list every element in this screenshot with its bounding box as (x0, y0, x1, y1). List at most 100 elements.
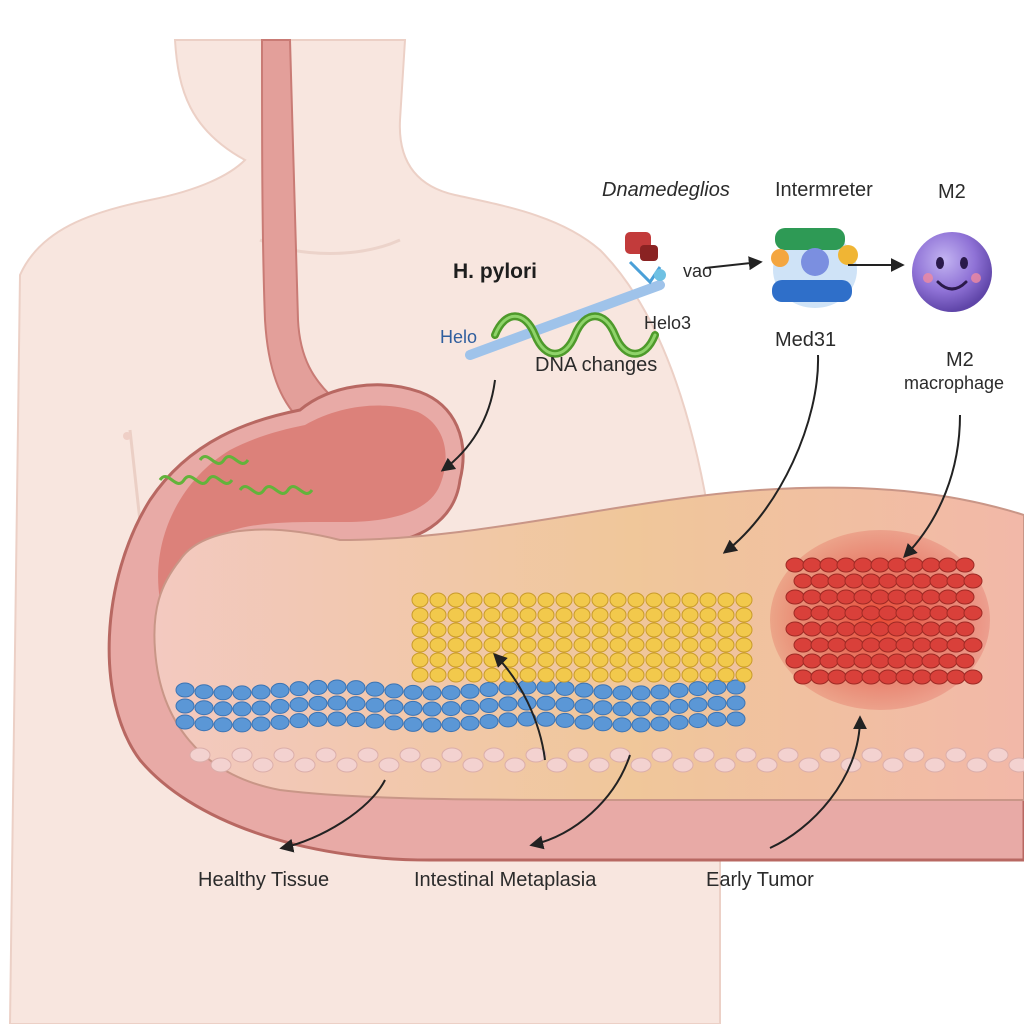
tissue-cell (479, 713, 499, 729)
tissue-cell (756, 757, 778, 773)
tissue-cell (663, 607, 681, 623)
tissue-cell (573, 667, 591, 683)
tissue-cell (232, 717, 252, 733)
process-arrows (279, 256, 961, 853)
tissue-cell (591, 652, 609, 668)
tissue-cell (887, 621, 907, 637)
tissue-cell (844, 669, 864, 685)
tissue-cell (645, 607, 663, 623)
tissue-cell (793, 669, 813, 685)
tissue-cell (612, 685, 632, 701)
tissue-cell (735, 622, 753, 638)
tissue-cell (904, 589, 924, 605)
tissue-cell (555, 607, 573, 623)
tissue-cell (420, 757, 442, 773)
tissue-cell (465, 637, 483, 653)
tissue-cell (403, 684, 423, 700)
tissue-cell (912, 573, 932, 589)
tissue-cell (735, 667, 753, 683)
m2-macrophage-icon (912, 232, 992, 312)
tissue-cell (810, 637, 830, 653)
tissue-cell (213, 717, 233, 733)
tissue-cell (717, 652, 735, 668)
tissue-cell (921, 557, 941, 573)
tissue-cell (946, 669, 966, 685)
tissue-cell (501, 592, 519, 608)
stomach-mucosa (158, 405, 446, 620)
tissue-cell (1008, 757, 1024, 773)
tissue-cell (688, 697, 708, 713)
tissue-cell (735, 607, 753, 623)
arrow-protein-to-med31 (704, 256, 763, 271)
tissue-cell (938, 557, 958, 573)
tissue-cell (681, 607, 699, 623)
tissue-cell (627, 622, 645, 638)
tissue-cell (189, 747, 211, 763)
tissue-cell (699, 667, 717, 683)
tissue-cell (904, 653, 924, 669)
tissue-cell (802, 621, 822, 637)
tissue-cell (555, 712, 575, 728)
tissue-cell (963, 669, 983, 685)
tissue-cell (663, 622, 681, 638)
tissue-cell (411, 637, 429, 653)
tissue-cell (429, 667, 447, 683)
tissue-cell (346, 680, 366, 696)
tissue-cell (631, 701, 651, 717)
tissue-cell (861, 573, 881, 589)
tissue-cell (591, 592, 609, 608)
tissue-cell (447, 637, 465, 653)
tissue-cell (963, 573, 983, 589)
tissue-cell (609, 622, 627, 638)
tissue-cell (810, 573, 830, 589)
h-pylori-bacterium-icon (465, 280, 665, 360)
tissue-cell (630, 757, 652, 773)
tissue-cell (441, 701, 461, 717)
tissue-cell (663, 592, 681, 608)
tissue-cell (546, 757, 568, 773)
tissue-cell (844, 573, 864, 589)
helo3-label: Helo3 (644, 313, 692, 333)
tissue-cell (627, 652, 645, 668)
tissue-cell (479, 681, 499, 697)
tissue-cell (963, 637, 983, 653)
tissue-cell (929, 573, 949, 589)
tissue-cell (955, 621, 975, 637)
tissue-cell (938, 621, 958, 637)
tissue-cell (650, 700, 670, 716)
tumor-cell-layer (785, 557, 983, 685)
tissue-cell (946, 573, 966, 589)
tissue-cell (785, 557, 805, 573)
tissue-cell (645, 667, 663, 683)
dna-heading-label: Dnamedeglios (602, 179, 730, 201)
tissue-cell (887, 589, 907, 605)
tissue-cell (573, 607, 591, 623)
tissue-cell (591, 637, 609, 653)
tissue-cell (555, 696, 575, 712)
tissue-cell (555, 667, 573, 683)
tissue-cell (501, 637, 519, 653)
tissue-cell (663, 652, 681, 668)
tissue-cell (519, 637, 537, 653)
tissue-cell (627, 592, 645, 608)
tissue-cell (357, 747, 379, 763)
tissue-cell (853, 653, 873, 669)
tissue-cell (483, 592, 501, 608)
tissue-cell (591, 667, 609, 683)
tissue-cell (844, 637, 864, 653)
tissue-cell (574, 714, 594, 730)
tissue-cell (717, 622, 735, 638)
tissue-cell (895, 605, 915, 621)
tissue-cell (232, 701, 252, 717)
tissue-cell (861, 637, 881, 653)
tissue-cell (827, 573, 847, 589)
tissue-cell (895, 573, 915, 589)
tissue-cell (904, 621, 924, 637)
tissue-cell (447, 592, 465, 608)
tissue-cell (270, 714, 290, 730)
tissue-cell (479, 697, 499, 713)
tissue-cell (422, 701, 442, 717)
tissue-cell (447, 622, 465, 638)
tissue-cell (853, 589, 873, 605)
tissue-cell (887, 653, 907, 669)
